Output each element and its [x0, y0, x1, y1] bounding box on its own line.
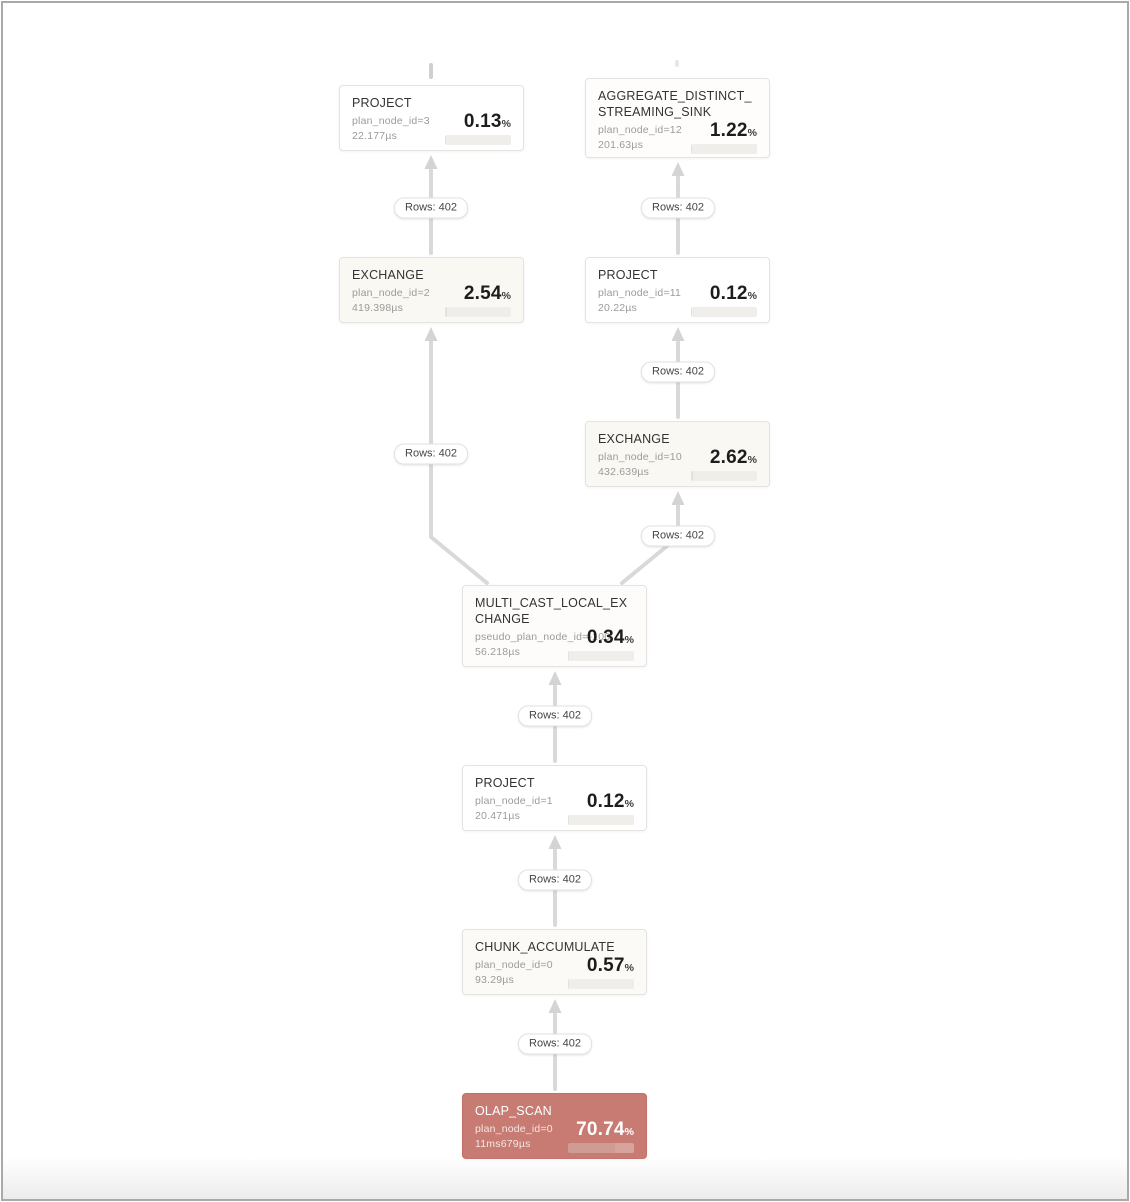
arrowhead-icon: [671, 162, 685, 176]
node-percent: 70.74%: [568, 1119, 634, 1153]
node-title: AGGREGATE_DISTINCT_STREAMING_SINK: [598, 89, 752, 119]
edge-rows-badge: Rows: 402: [394, 443, 468, 465]
percent-value: 1.22: [709, 120, 748, 141]
percent-bar: [691, 144, 757, 154]
plan-node-exchange-2[interactable]: EXCHANGE plan_node_id=2 419.398µs 2.54%: [339, 257, 524, 323]
node-percent: 1.22%: [691, 120, 757, 154]
percent-bar: [691, 307, 757, 317]
node-time: 201.63µs: [598, 139, 644, 151]
node-percent: 0.57%: [568, 955, 634, 989]
percent-unit: %: [747, 454, 757, 466]
percent-bar-fill: [691, 144, 692, 154]
percent-value: 2.62: [709, 447, 748, 468]
percent-bar: [568, 979, 634, 989]
node-title: PROJECT: [475, 776, 535, 790]
plan-node-aggregate-distinct-streaming-sink-12[interactable]: AGGREGATE_DISTINCT_STREAMING_SINK plan_n…: [585, 78, 770, 158]
node-plan-id: plan_node_id=10: [598, 451, 682, 463]
node-title: EXCHANGE: [352, 268, 424, 282]
node-title: PROJECT: [598, 268, 658, 282]
percent-bar: [691, 471, 757, 481]
node-percent: 0.12%: [568, 791, 634, 825]
percent-bar: [568, 815, 634, 825]
node-plan-id: pseudo_plan_node_id=-100: [475, 631, 611, 643]
node-time: 22.177µs: [352, 130, 398, 142]
node-plan-id: plan_node_id=2: [352, 287, 430, 299]
edge-rows-badge: Rows: 402: [641, 197, 715, 219]
plan-node-exchange-10[interactable]: EXCHANGE plan_node_id=10 432.639µs 2.62%: [585, 421, 770, 487]
percent-unit: %: [501, 290, 511, 302]
percent-bar: [445, 307, 511, 317]
edge-multicast-exchange2: [429, 340, 489, 585]
percent-value: 0.12: [709, 283, 748, 304]
node-plan-id: plan_node_id=3: [352, 115, 430, 127]
plan-node-multi-cast-local-exchange[interactable]: MULTI_CAST_LOCAL_EXCHANGE pseudo_plan_no…: [462, 585, 647, 667]
arrowhead-icon: [671, 491, 685, 505]
arrowhead-icon: [548, 999, 562, 1013]
node-plan-id: plan_node_id=11: [598, 287, 682, 299]
node-time: 93.29µs: [475, 974, 514, 986]
percent-unit: %: [624, 1126, 634, 1138]
edge-rows-badge: Rows: 402: [518, 869, 592, 891]
percent-bar-fill: [568, 1143, 615, 1153]
percent-value: 0.57: [586, 955, 625, 976]
node-time: 419.398µs: [352, 302, 404, 314]
node-plan-id: plan_node_id=1: [475, 795, 553, 807]
plan-node-project-1[interactable]: PROJECT plan_node_id=1 20.471µs 0.12%: [462, 765, 647, 831]
node-percent: 0.12%: [691, 283, 757, 317]
node-time: 432.639µs: [598, 466, 650, 478]
node-percent: 2.54%: [445, 283, 511, 317]
edge-rows-badge: Rows: 402: [518, 705, 592, 727]
node-title: MULTI_CAST_LOCAL_EXCHANGE: [475, 596, 628, 626]
percent-unit: %: [747, 290, 757, 302]
percent-value: 0.34: [586, 627, 625, 648]
node-title: CHUNK_ACCUMULATE: [475, 940, 615, 954]
node-time: 20.471µs: [475, 810, 521, 822]
arrowhead-icon: [424, 155, 438, 169]
node-title: OLAP_SCAN: [475, 1104, 552, 1118]
node-plan-id: plan_node_id=0: [475, 1123, 553, 1135]
percent-bar: [568, 1143, 634, 1153]
percent-unit: %: [501, 118, 511, 130]
arrowhead-icon: [671, 327, 685, 341]
percent-value: 2.54: [463, 283, 502, 304]
percent-unit: %: [624, 962, 634, 974]
arrowhead-icon: [548, 835, 562, 849]
percent-bar-fill: [445, 307, 447, 317]
percent-bar-fill: [691, 471, 693, 481]
plan-node-project-3[interactable]: PROJECT plan_node_id=3 22.177µs 0.13%: [339, 85, 524, 151]
node-plan-id: plan_node_id=0: [475, 959, 553, 971]
percent-value: 0.13: [463, 111, 502, 132]
node-title: EXCHANGE: [598, 432, 670, 446]
node-time: 20.22µs: [598, 302, 637, 314]
node-percent: 0.13%: [445, 111, 511, 145]
percent-bar: [568, 651, 634, 661]
percent-unit: %: [624, 798, 634, 810]
edge-rows-badge: Rows: 402: [641, 525, 715, 547]
node-time: 11ms679µs: [475, 1138, 531, 1150]
node-time: 56.218µs: [475, 646, 521, 658]
edge-rows-badge: Rows: 402: [641, 361, 715, 383]
edge-rows-badge: Rows: 402: [394, 197, 468, 219]
plan-node-olap-scan-0[interactable]: OLAP_SCAN plan_node_id=0 11ms679µs 70.74…: [462, 1093, 647, 1159]
node-percent: 2.62%: [691, 447, 757, 481]
percent-bar: [445, 135, 511, 145]
node-percent: 0.34%: [568, 627, 634, 661]
percent-value: 0.12: [586, 791, 625, 812]
arrowhead-icon: [424, 327, 438, 341]
percent-unit: %: [624, 634, 634, 646]
plan-node-chunk-accumulate-0[interactable]: CHUNK_ACCUMULATE plan_node_id=0 93.29µs …: [462, 929, 647, 995]
arrowhead-icon: [548, 671, 562, 685]
percent-value: 70.74: [576, 1119, 625, 1140]
edge-rows-badge: Rows: 402: [518, 1033, 592, 1055]
node-plan-id: plan_node_id=12: [598, 124, 682, 136]
plan-node-project-11[interactable]: PROJECT plan_node_id=11 20.22µs 0.12%: [585, 257, 770, 323]
node-title: PROJECT: [352, 96, 412, 110]
percent-unit: %: [747, 127, 757, 139]
